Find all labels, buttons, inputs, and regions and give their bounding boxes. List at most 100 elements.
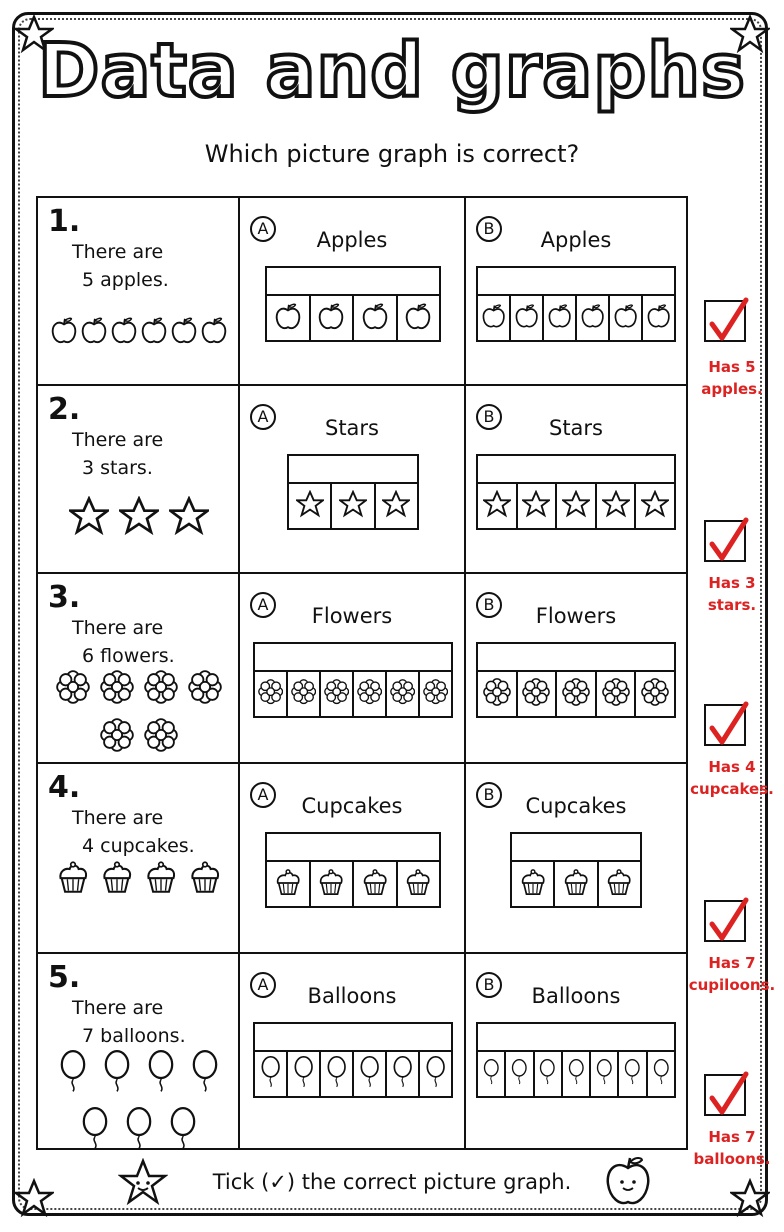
flower-icon xyxy=(422,679,448,708)
graph-cell xyxy=(289,484,333,528)
graph-cell xyxy=(478,484,518,528)
question-text-line2: 4 cupcakes. xyxy=(82,835,195,857)
graph-cells xyxy=(289,484,417,528)
graph-title: Balloons xyxy=(531,984,621,1008)
balloon-icon xyxy=(166,1106,200,1154)
flower-icon xyxy=(389,679,415,708)
graph-cell xyxy=(518,672,558,716)
question-number: 2. xyxy=(48,392,81,427)
graph-title: Stars xyxy=(548,416,603,440)
option-a-label: A xyxy=(250,972,276,998)
page-subtitle: Which picture graph is correct? xyxy=(204,140,580,168)
option-b-label: B xyxy=(476,216,502,242)
balloon-icon xyxy=(188,1050,222,1097)
flower-icon xyxy=(323,679,349,708)
balloon-icon xyxy=(100,1050,134,1097)
graph-cell xyxy=(332,484,376,528)
check-mark-icon xyxy=(709,701,749,745)
tick-checkbox[interactable] xyxy=(704,1071,749,1116)
picture-group xyxy=(46,670,232,756)
graph-title: Cupcakes xyxy=(301,794,403,818)
option-a-cell[interactable]: A Apples xyxy=(240,198,466,384)
picture-graph xyxy=(476,454,676,530)
option-b-label: B xyxy=(476,592,502,618)
apple-icon xyxy=(80,316,108,348)
graph-header-bar xyxy=(478,268,674,296)
picture-graph xyxy=(476,266,676,342)
apple-icon xyxy=(50,316,78,348)
graph-cells xyxy=(512,862,640,906)
option-a-label: A xyxy=(250,216,276,242)
graph-header-bar xyxy=(289,456,417,484)
graph-cell xyxy=(321,672,354,716)
tick-checkbox[interactable] xyxy=(704,897,749,942)
apple-icon xyxy=(274,302,302,334)
apple-icon xyxy=(646,303,671,332)
apple-icon xyxy=(200,316,228,348)
answer-note-line2: balloons. xyxy=(693,1150,771,1168)
balloon-icon xyxy=(622,1059,643,1089)
graph-header-bar xyxy=(255,1024,451,1052)
question-text-line2: 7 balloons. xyxy=(82,1025,186,1047)
balloon-icon xyxy=(594,1059,615,1089)
graph-cells xyxy=(267,296,439,340)
graph-title: Apples xyxy=(316,228,388,252)
tick-checkbox[interactable] xyxy=(704,297,749,342)
question-text-line2: 6 flowers. xyxy=(82,645,175,667)
flower-icon xyxy=(257,679,283,708)
cupcake-icon xyxy=(188,860,222,898)
answer-note-line2: cupiloons. xyxy=(688,976,776,994)
flower-icon xyxy=(188,670,222,708)
tick-checkbox[interactable] xyxy=(704,517,749,562)
graph-header-bar xyxy=(478,1024,674,1052)
graph-cells xyxy=(478,296,674,340)
graph-title: Cupcakes xyxy=(525,794,627,818)
corner-star-icon xyxy=(14,1178,54,1218)
answer-note-line1: Has 7 xyxy=(708,954,756,972)
answer-note-line1: Has 4 xyxy=(708,758,756,776)
star-icon xyxy=(116,495,162,540)
flower-icon xyxy=(356,679,382,708)
balloon-icon xyxy=(509,1059,530,1089)
graph-cell xyxy=(288,672,321,716)
graph-cell xyxy=(311,862,354,906)
balloon-icon xyxy=(291,1056,316,1092)
tick-checkbox[interactable] xyxy=(704,701,749,746)
graph-header-bar xyxy=(255,644,451,672)
graph-cell xyxy=(398,296,440,340)
graph-cell xyxy=(398,862,440,906)
graph-header-bar xyxy=(478,644,674,672)
balloon-icon xyxy=(258,1056,283,1092)
balloon-icon xyxy=(144,1050,178,1097)
graph-cell xyxy=(512,862,556,906)
cupcake-icon xyxy=(274,868,302,900)
question-number: 3. xyxy=(48,580,81,615)
balloon-icon xyxy=(324,1056,349,1092)
page-title: Data and graphs xyxy=(36,26,747,116)
apple-icon xyxy=(170,316,198,348)
graph-cell xyxy=(591,1052,620,1096)
apple-icon xyxy=(110,316,138,348)
graph-cell xyxy=(535,1052,563,1096)
flower-icon xyxy=(100,718,134,756)
graph-title: Flowers xyxy=(311,604,393,628)
flower-icon xyxy=(144,718,178,756)
answer-note-line2: apples. xyxy=(701,380,763,398)
balloon-icon xyxy=(357,1056,382,1092)
graph-cell xyxy=(354,672,387,716)
